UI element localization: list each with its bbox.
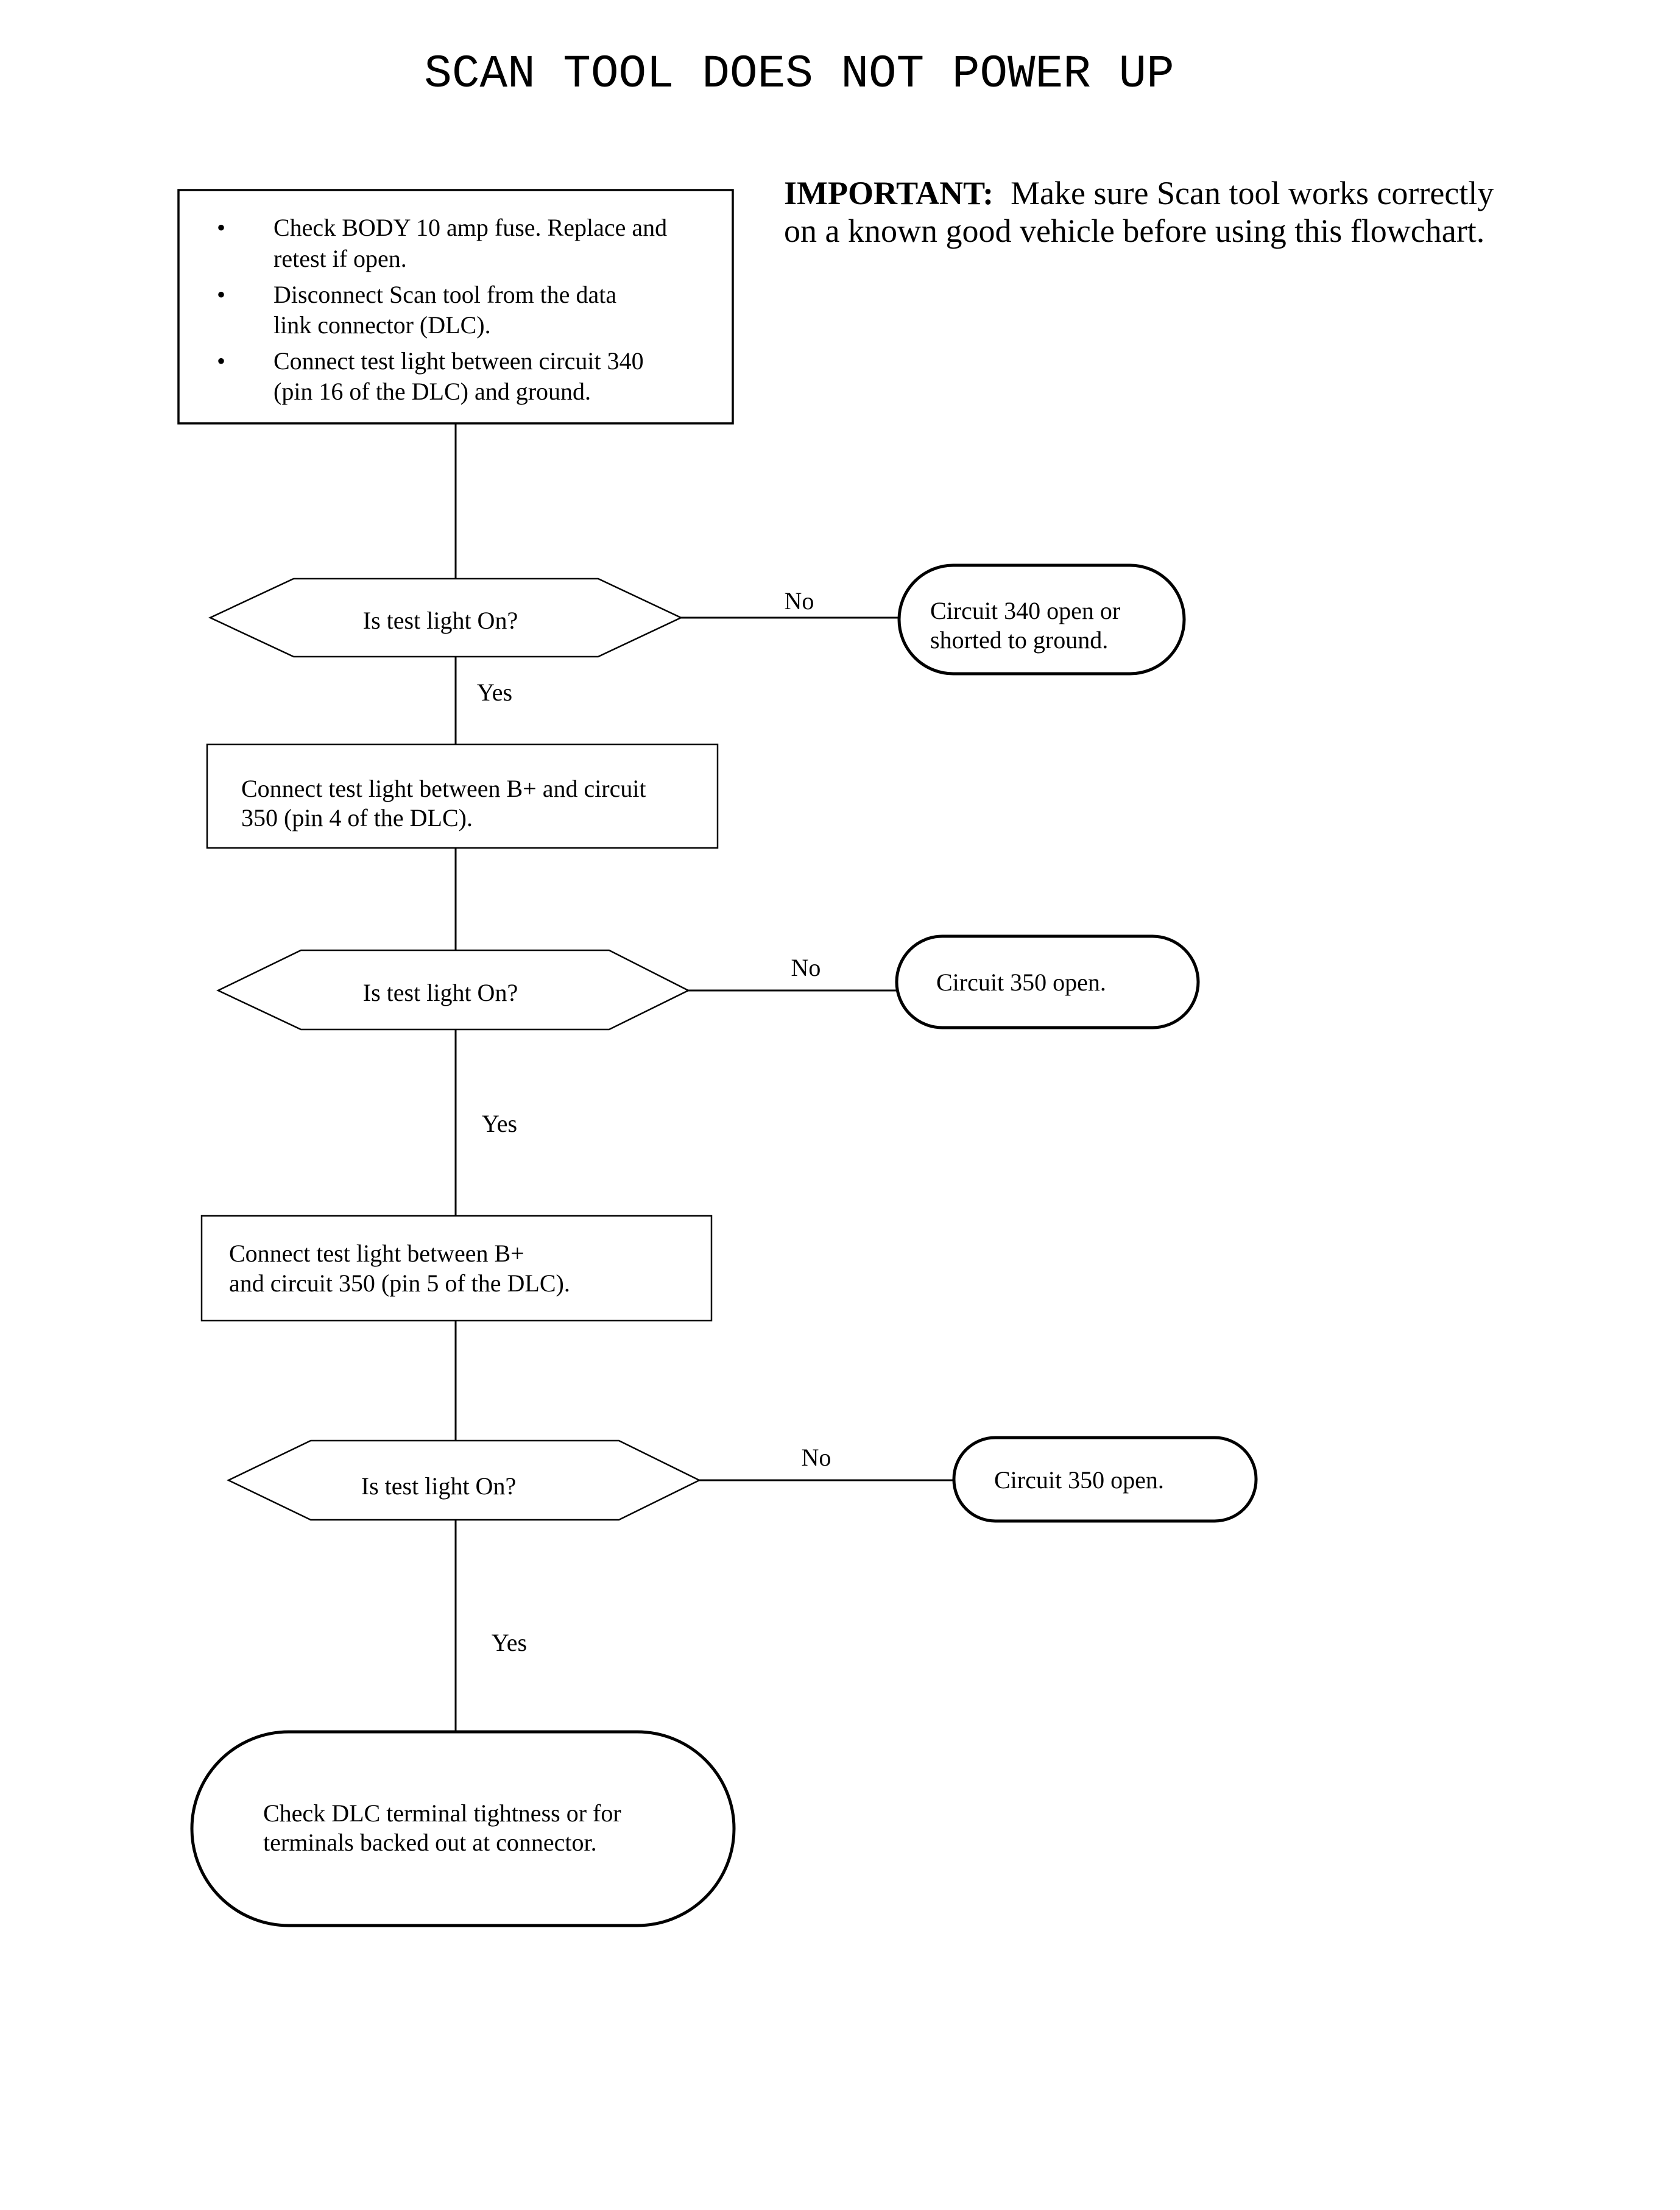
result-3-line1: Circuit 350 open. xyxy=(994,1466,1164,1494)
final-terminal xyxy=(190,1730,736,1927)
decision-1-text: Is test light On? xyxy=(363,607,518,634)
start-item-1-line1: Check BODY 10 amp fuse. Replace and xyxy=(274,214,667,241)
start-item-1-line2: retest if open. xyxy=(274,245,407,272)
important-text-1: Make sure Scan tool works correctly xyxy=(1011,175,1494,211)
decision-3-no-label: No xyxy=(802,1444,831,1471)
decision-diamond-1 xyxy=(208,577,683,658)
decision-3-text: Is test light On? xyxy=(361,1472,516,1500)
decision-1-no-label: No xyxy=(785,587,814,615)
start-item-2-line1: Disconnect Scan tool from the data xyxy=(274,281,616,308)
page-title: SCAN TOOL DOES NOT POWER UP xyxy=(424,48,1174,101)
important-note-line1: IMPORTANT: Make sure Scan tool works corr… xyxy=(784,175,1494,211)
step-1-line1: Connect test light between B+ and circui… xyxy=(241,775,646,802)
bullet: • xyxy=(217,281,225,308)
decision-2-yes-label: Yes xyxy=(482,1110,517,1137)
decision-2-text: Is test light On? xyxy=(363,979,518,1006)
decision-1-yes-label: Yes xyxy=(477,679,512,706)
important-note-line2: on a known good vehicle before using thi… xyxy=(784,213,1484,249)
start-item-3-line1: Connect test light between circuit 340 xyxy=(274,347,644,375)
step-box-1 xyxy=(206,743,719,849)
result-2-line1: Circuit 350 open. xyxy=(936,969,1106,996)
result-1-line1: Circuit 340 open or xyxy=(930,597,1120,624)
step-box-2 xyxy=(200,1215,713,1322)
decision-diamond-2 xyxy=(216,949,690,1031)
start-item-3-line2: (pin 16 of the DLC) and ground. xyxy=(274,378,591,405)
step-2-line2: and circuit 350 (pin 5 of the DLC). xyxy=(229,1269,570,1297)
start-instruction-box xyxy=(177,189,734,425)
final-line1: Check DLC terminal tightness or for xyxy=(263,1799,621,1827)
result-terminal-1 xyxy=(897,563,1186,676)
important-label: IMPORTANT: xyxy=(784,175,994,211)
decision-3-yes-label: Yes xyxy=(492,1629,527,1656)
decision-2-no-label: No xyxy=(791,954,821,981)
step-1-line2: 350 (pin 4 of the DLC). xyxy=(241,804,473,831)
start-item-2-line2: link connector (DLC). xyxy=(274,311,491,339)
bullet: • xyxy=(217,214,225,241)
result-terminal-3 xyxy=(952,1436,1258,1523)
result-terminal-2 xyxy=(895,934,1200,1029)
decision-diamond-3 xyxy=(227,1439,701,1521)
bullet: • xyxy=(217,347,225,375)
result-1-line2: shorted to ground. xyxy=(930,626,1108,654)
final-line2: terminals backed out at connector. xyxy=(263,1829,597,1856)
step-2-line1: Connect test light between B+ xyxy=(229,1240,524,1267)
